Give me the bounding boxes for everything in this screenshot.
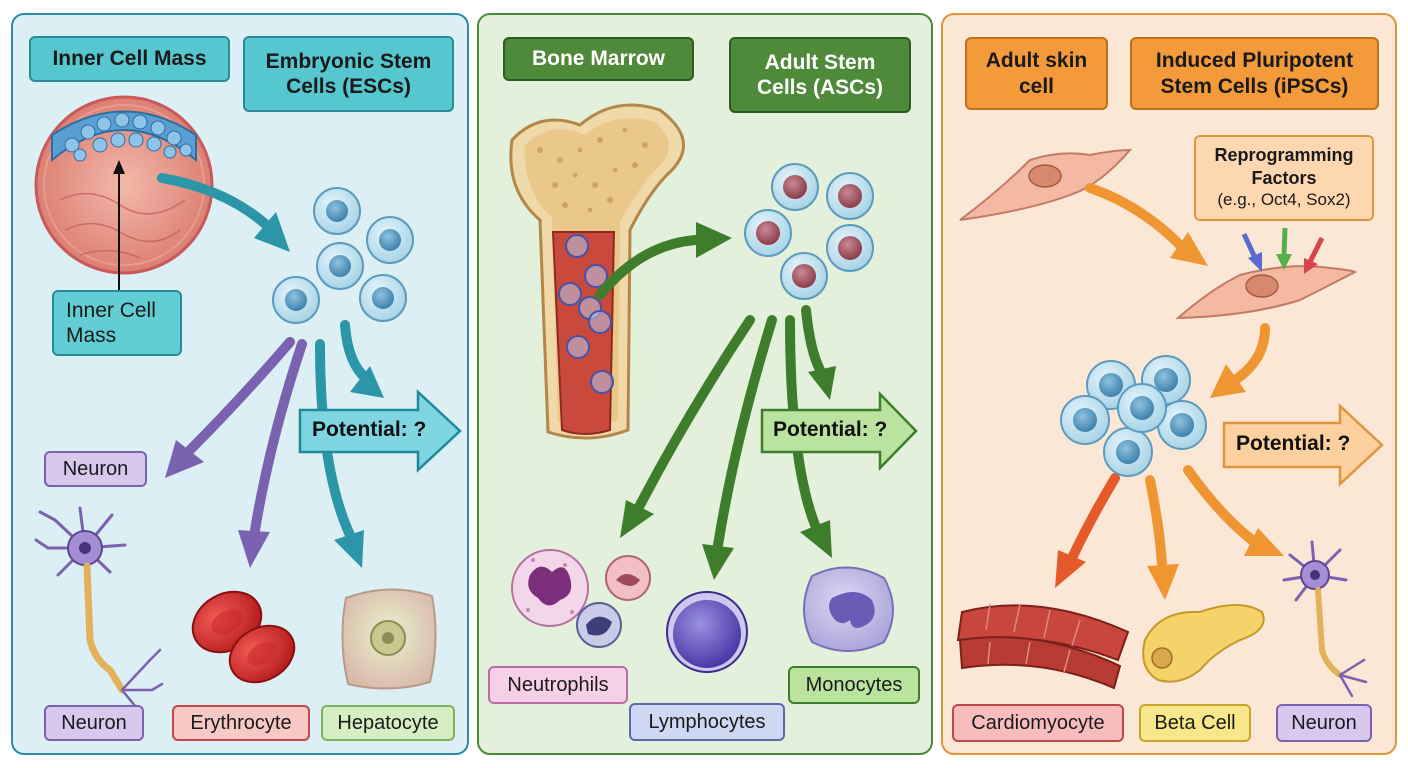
skin-cell-illustration xyxy=(959,148,1133,221)
ipsc-output-neuron: Neuron xyxy=(1276,704,1372,742)
asc-potential-arrow xyxy=(760,390,918,472)
factor-arrows xyxy=(1241,227,1325,274)
ipsc-potential-arrow xyxy=(1222,403,1384,487)
esc-output-hepatocyte: Hepatocyte xyxy=(321,705,455,741)
beta-cell-illustration xyxy=(1142,604,1265,683)
reprogramming-factors-title: Reprogramming Factors xyxy=(1214,145,1354,188)
bone-illustration xyxy=(509,103,686,440)
ipsc-header-left: Adult skin cell xyxy=(965,37,1108,110)
ipsc-output-beta-cell: Beta Cell xyxy=(1139,704,1251,742)
esc-header-right: Embryonic Stem Cells (ESCs) xyxy=(243,36,454,112)
esc-arrows xyxy=(157,173,384,568)
esc-output-neuron-top: Neuron xyxy=(44,451,147,487)
esc-potential-arrow xyxy=(298,389,462,473)
asc-output-lymphocytes: Lymphocytes xyxy=(629,703,785,741)
ipsc-cluster xyxy=(1060,355,1207,477)
esc-output-neuron: Neuron xyxy=(44,705,144,741)
neuron-illustration-2 xyxy=(1282,540,1368,698)
asc-output-neutrophils: Neutrophils xyxy=(488,666,628,704)
hepatocyte-illustration xyxy=(341,588,437,690)
asc-header-left: Bone Marrow xyxy=(503,37,694,81)
asc-arrows xyxy=(595,222,836,580)
ipsc-potential-label: Potential: ? xyxy=(1236,432,1351,455)
esc-header-left: Inner Cell Mass xyxy=(29,36,230,82)
inner-cell-mass-callout: Inner Cell Mass xyxy=(52,290,182,356)
asc-header-right: Adult Stem Cells (ASCs) xyxy=(729,37,911,113)
esc-potential-label: Potential: ? xyxy=(312,418,427,441)
reprogrammed-cell-illustration xyxy=(1175,265,1358,320)
esc-output-erythrocyte: Erythrocyte xyxy=(172,705,310,741)
monocyte-illustration xyxy=(803,566,894,652)
esc-cluster xyxy=(272,187,414,324)
neutrophil-illustration xyxy=(511,549,651,648)
asc-cluster xyxy=(744,163,874,300)
neuron-illustration-1 xyxy=(34,506,164,714)
ipsc-output-cardiomyocyte: Cardiomyocyte xyxy=(952,704,1124,742)
erythrocyte-illustration xyxy=(191,590,296,684)
cardiomyocyte-illustration xyxy=(956,603,1130,690)
ipsc-header-right: Induced Pluripotent Stem Cells (iPSCs) xyxy=(1130,37,1379,110)
asc-output-monocytes: Monocytes xyxy=(788,666,920,704)
lymphocyte-illustration xyxy=(666,591,748,673)
ipsc-arrows xyxy=(1055,183,1284,600)
reprogramming-factors-box: Reprogramming Factors (e.g., Oct4, Sox2) xyxy=(1194,135,1374,221)
asc-potential-label: Potential: ? xyxy=(773,418,888,441)
reprogramming-factors-example: (e.g., Oct4, Sox2) xyxy=(1217,190,1351,210)
